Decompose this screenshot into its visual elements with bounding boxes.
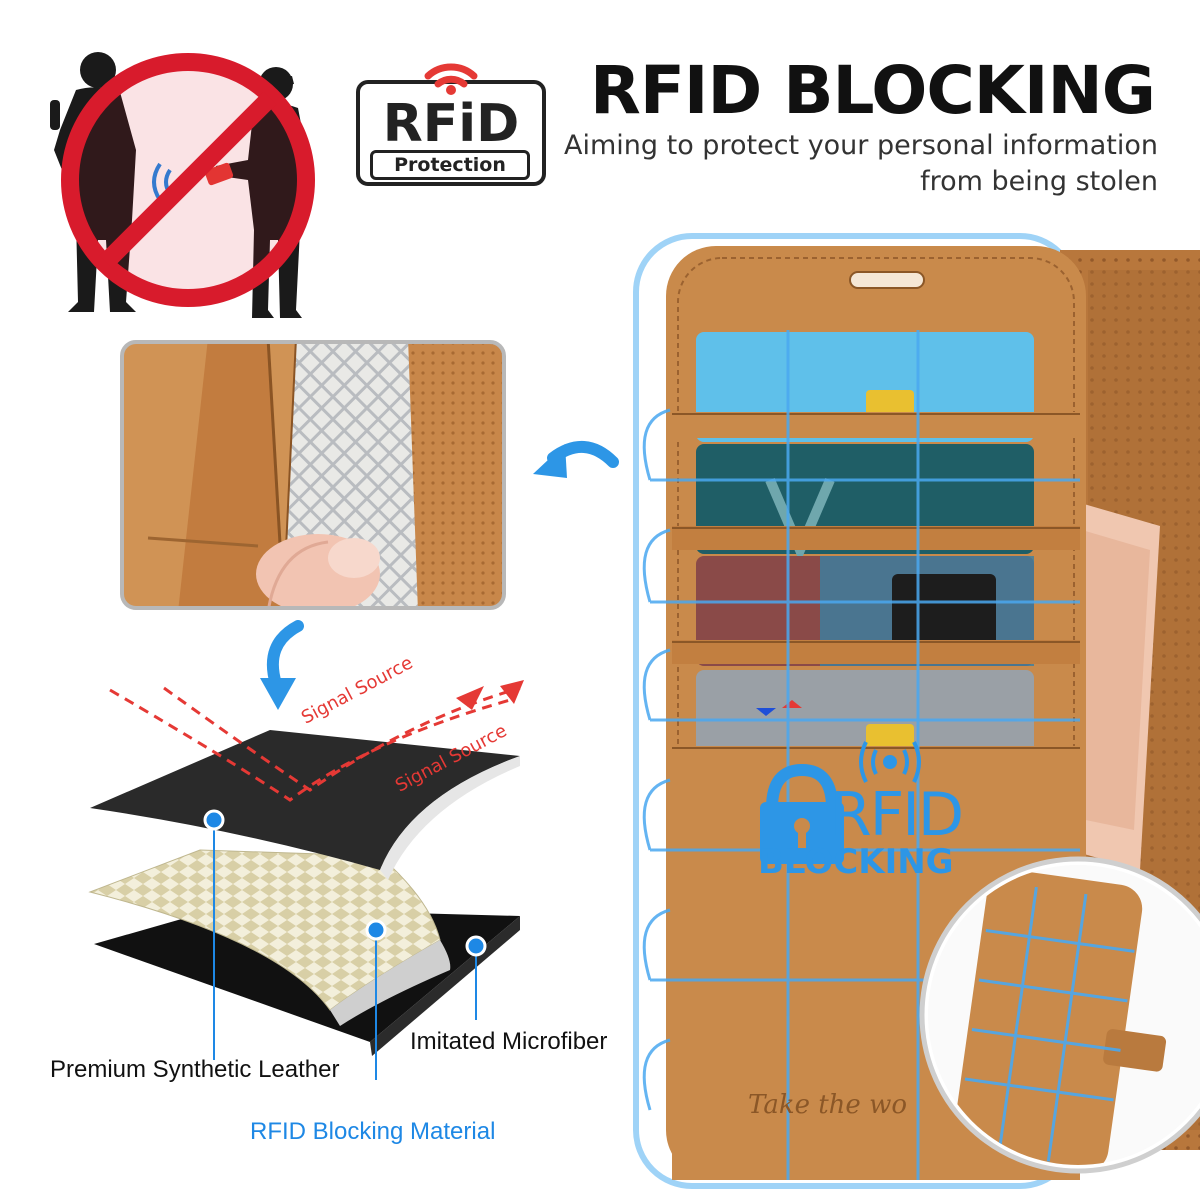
rfid-badge-sub: Protection — [370, 150, 530, 180]
embossed-slogan: Take the wo — [748, 1090, 907, 1120]
curved-arrow-left-icon — [533, 440, 619, 478]
rfid-badge-main: RFiD — [382, 94, 520, 154]
material-layers-diagram — [88, 680, 524, 1080]
rfid-protection-badge: RFiD Protection — [356, 50, 546, 186]
subtitle-line-1: Aiming to protect your personal informat… — [564, 130, 1158, 161]
rfid-stamp-line-1: RFID — [830, 780, 964, 850]
imitated-microfiber-label: Imitated Microfiber — [410, 1028, 608, 1055]
padlock-icon — [760, 763, 844, 864]
closed-case-zoom — [919, 856, 1200, 1174]
rfid-blocking-material-label: RFID Blocking Material — [250, 1118, 496, 1145]
page-title: RFID BLOCKING — [590, 52, 1156, 129]
rfid-badge-sub-label: Protection — [394, 154, 506, 176]
rfid-lining-closeup — [120, 340, 506, 610]
rfid-wave-icon — [859, 741, 921, 783]
anti-theft-prohibition-icon — [50, 52, 315, 318]
curved-arrow-down-icon — [260, 620, 304, 710]
rfid-stamp-line-2: BLOCKING — [758, 842, 954, 882]
premium-leather-label: Premium Synthetic Leather — [50, 1056, 340, 1083]
subtitle-line-2: from being stolen — [920, 166, 1158, 197]
